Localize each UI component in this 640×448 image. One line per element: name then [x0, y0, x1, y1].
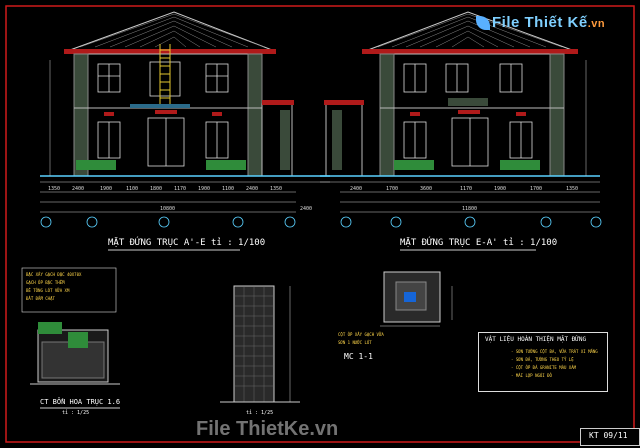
legend-item: - SƠN TƯỜNG CỘT BA, VỮA TRÁT XI MĂNG	[511, 349, 598, 354]
detail-left-scale: tỉ : 1/25	[62, 410, 90, 416]
dim-label: 1900	[198, 186, 211, 192]
dim-label: 1100	[126, 186, 139, 192]
detail-left-title: CT BỒN HOA TRỤC 1.6	[40, 398, 121, 406]
left-elevation	[40, 11, 330, 183]
dim-label: 1900	[100, 186, 113, 192]
detail-note: ĐẤT ĐẦM CHẶT	[26, 296, 55, 301]
detail-center-scale: tỉ : 1/25	[246, 410, 274, 416]
dim-label: 1700	[530, 186, 543, 192]
dim-label: 1350	[270, 186, 283, 192]
dim-label: 1900	[494, 186, 507, 192]
watermark-text: File ThietKe.vn	[196, 418, 339, 440]
dim-label: 2400	[72, 186, 85, 192]
dim-label: 2400	[246, 186, 259, 192]
dim-total-label: 10800	[160, 206, 176, 212]
dim-label: 1100	[222, 186, 235, 192]
dim-total-label: 11800	[462, 206, 478, 212]
left-elevation-title: MẶT ĐỨNG TRỤC A'-E tỉ : 1/100	[108, 238, 266, 248]
detail-note: BẬC XÂY GẠCH ĐẶC 40X70X	[26, 272, 82, 277]
right-elevation-title: MẶT ĐỨNG TRỤC E-A' tỉ : 1/100	[400, 238, 558, 248]
sheet-code: KT 09/11	[589, 431, 628, 440]
dim-label: 1170	[174, 186, 187, 192]
detail-flower-bed	[21, 267, 120, 409]
logo-leaf-icon	[476, 16, 490, 30]
dim-label: 2400	[350, 186, 363, 192]
dim-label: 2400	[300, 206, 313, 212]
dim-label: 1350	[566, 186, 579, 192]
materials-legend: VẬT LIỆU HOÀN THIỆN MẶT ĐỨNG - SƠN TƯỜNG…	[478, 332, 608, 392]
detail-note: CỘT ỐP XÂY GẠCH VỮA	[338, 332, 384, 337]
detail-mc-section	[380, 271, 453, 327]
dim-label: 3600	[420, 186, 433, 192]
dim-label: 1170	[460, 186, 473, 192]
right-elevation	[320, 11, 600, 183]
dim-label: 1800	[150, 186, 163, 192]
detail-column-section	[220, 285, 300, 403]
detail-note: BÊ TÔNG LÓT VỮA XM	[26, 288, 70, 293]
sheet-title-block: KT 09/11	[580, 428, 640, 446]
dim-label: 1350	[48, 186, 61, 192]
logo-suffix: .vn	[587, 18, 606, 30]
logo-text: File Thiết Kế	[492, 14, 588, 31]
dimension-lines	[40, 60, 600, 213]
detail-mc-title: MC 1-1	[344, 352, 373, 361]
site-logo[interactable]: File Thiết Kế.vn	[492, 14, 605, 31]
legend-item: - MÁI LỢP NGÓI ĐỎ	[511, 373, 552, 378]
legend-title: VẬT LIỆU HOÀN THIỆN MẶT ĐỨNG	[485, 336, 587, 343]
dim-label: 1700	[386, 186, 399, 192]
detail-note: GẠCH ỐP BẬC THỀM	[26, 280, 65, 285]
legend-item: - SƠN ĐÁ, TƯỜNG THEO TỶ LỆ	[511, 357, 574, 362]
detail-note: SƠN 1 NƯỚC LÓT	[338, 340, 372, 345]
legend-item: - CỘT ỐP ĐÁ GRANITE MÀU XÁM	[511, 365, 577, 370]
